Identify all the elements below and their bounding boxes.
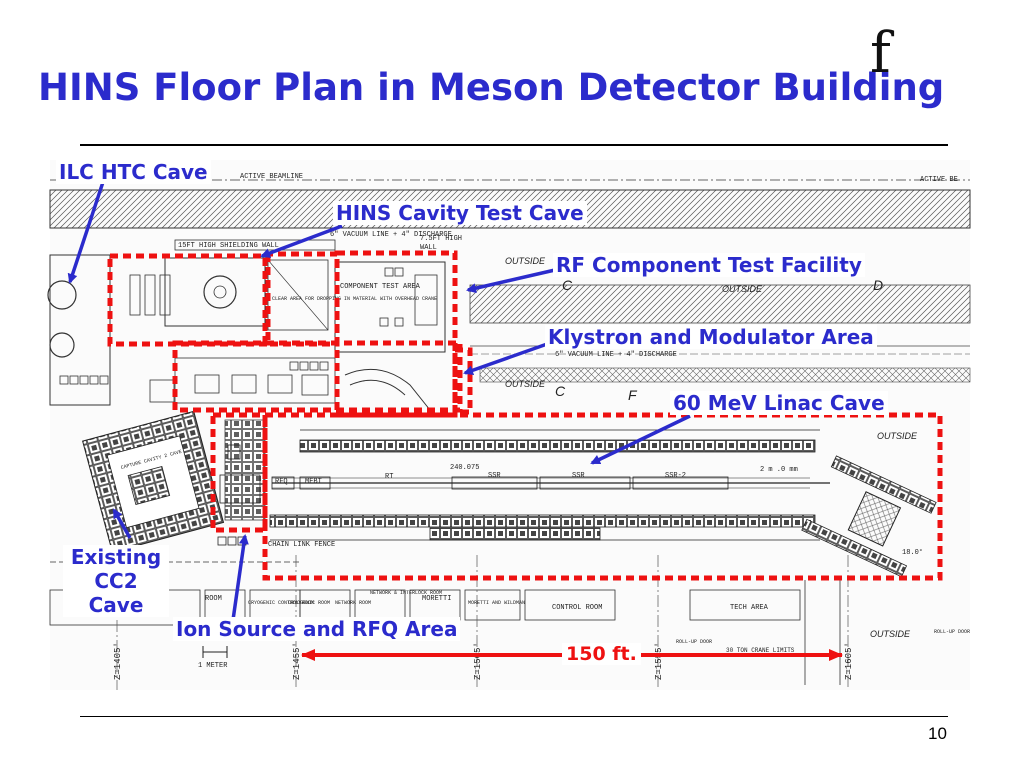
vacuum-line-top-label: 6" VACUUM LINE + 4" DISCHARGE <box>330 231 452 239</box>
linac-wall-top <box>299 439 816 453</box>
z-1605-label: Z=1605' <box>844 642 854 680</box>
shielding-7-5ft-label-1: 7.5FT HIGH <box>420 235 462 243</box>
arrow-cc2-cave <box>112 508 132 539</box>
network-room-label: NETWORK ROOM <box>335 600 371 606</box>
component-test-area-label: COMPONENT TEST AREA <box>340 283 421 291</box>
tech-area-label: TECH AREA <box>730 604 769 612</box>
outside-label-4: OUTSIDE <box>877 431 918 441</box>
angle-label: 18.0° <box>902 548 923 557</box>
room-label: ROOM <box>205 595 222 603</box>
callout-klystron-modulator-area: Klystron and Modulator Area <box>545 325 877 349</box>
arrow-klystron-modulator <box>463 341 551 376</box>
column-f-label: F <box>628 387 638 403</box>
callout-existing-cc2-line2: CC2 Cave <box>88 569 144 617</box>
cryo-room-label: CRYOGENIC ROOM <box>288 600 330 606</box>
cryo-control-room-label: CRYOGENIC CONTROL ROOM <box>248 600 314 606</box>
outside-label-1: OUTSIDE <box>505 256 546 266</box>
outside-label-3: OUTSIDE <box>505 379 546 389</box>
callout-ilc-htc-cave: ILC HTC Cave <box>56 160 211 184</box>
arrow-rf-component-test <box>466 268 556 294</box>
active-beamline-right-label: ACTIVE BE <box>920 176 958 184</box>
callout-60mev-linac-cave: 60 MeV Linac Cave <box>670 391 888 415</box>
ssr-1-label: SSR <box>488 472 501 480</box>
chain-link-fence-label: CHAIN LINK FENCE <box>268 541 335 549</box>
active-beamline-left-label: ACTIVE BEAMLINE <box>240 173 303 181</box>
slide-title: HINS Floor Plan in Meson Detector Buildi… <box>38 66 945 109</box>
rollup-door-label-1: ROLL-UP DOOR <box>676 639 712 645</box>
footer-rule <box>80 716 948 717</box>
z-1555-label: Z=1555' <box>654 642 664 680</box>
enclosure-klystron-modulator <box>172 340 463 413</box>
vacuum-line-mid-label: 6" VACUUM LINE + 4" DISCHARGE <box>555 351 677 359</box>
column-d-label: D <box>873 277 883 293</box>
arrow-ilc-htc-cave <box>67 181 105 284</box>
callout-existing-cc2-cave: Existing CC2 Cave <box>63 545 169 617</box>
beam-height-label: 2 m .0 mm <box>760 466 798 474</box>
ssr-3-label: SSR-2 <box>665 472 686 480</box>
moretti-wildman-label: MORETTI AND WILDMAN <box>468 600 525 606</box>
enclosure-ion-source-rfq <box>210 412 268 533</box>
outside-label-2: OUTSIDE <box>722 284 763 294</box>
arrow-linac-cave <box>590 414 691 465</box>
outside-label-5: OUTSIDE <box>870 629 911 639</box>
callout-ion-source-rfq-area: Ion Source and RFQ Area <box>173 617 461 641</box>
rfq-label: RFQ <box>275 478 288 486</box>
dimension-label-150ft: 150 ft. <box>562 643 641 665</box>
control-room-label: CONTROL ROOM <box>552 604 602 612</box>
page-number: 10 <box>928 724 947 743</box>
z-1405-label: Z=1405' <box>113 642 123 680</box>
z-1505-label: Z=1505' <box>473 642 483 680</box>
arrow-ion-source-rfq <box>231 534 249 621</box>
fermilab-logo: f <box>870 21 891 86</box>
linac-length-label: 240.075 <box>450 464 479 472</box>
z-1455-label: Z=1455' <box>292 642 302 680</box>
callout-existing-cc2-line1: Existing <box>70 545 162 569</box>
column-c-label-2: C <box>555 383 566 399</box>
callout-hins-cavity-test-cave: HINS Cavity Test Cave <box>333 201 587 225</box>
enclosure-linac-cave <box>262 412 943 581</box>
one-meter-label: 1 METER <box>198 662 228 670</box>
arrow-hins-cavity-test <box>260 224 343 258</box>
crane-limits-label: 30 TON CRANE LIMITS <box>726 647 795 654</box>
shielding-7-5ft-label-2: WALL <box>420 244 437 252</box>
callout-rf-component-test-facility: RF Component Test Facility <box>553 253 865 277</box>
moretti-label: MORETTI <box>422 595 451 603</box>
mebt-label: MEBT <box>305 478 322 486</box>
enclosure-klystron-strip <box>452 347 473 415</box>
network-interlock-room-label: NETWORK & INTERLOCK ROOM <box>370 590 442 596</box>
ssr-2-label: SSR <box>572 472 585 480</box>
linac-wall-bottom <box>269 514 816 528</box>
shielding-15ft-label: 15FT HIGH SHIELDING WALL <box>178 242 279 250</box>
column-c-label-1: C <box>562 277 573 293</box>
rollup-door-label-2: ROLL-UP DOOR <box>934 629 970 635</box>
title-rule <box>80 144 948 146</box>
clear-area-label: CLEAR AREA FOR DROPPING IN MATERIAL WITH… <box>272 296 437 302</box>
rt-label: RT <box>385 473 393 481</box>
